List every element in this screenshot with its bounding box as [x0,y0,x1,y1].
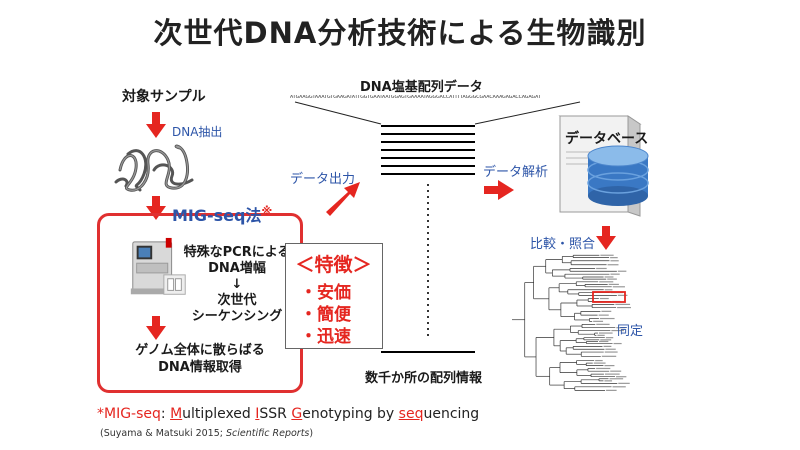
data-output-label: データ出力 [290,172,356,187]
highlight-box [592,291,626,303]
footnote: *MIG-seq: Multiplexed ISSR Genotyping by… [97,406,479,422]
footnote-segment: uencing [423,406,480,422]
arrow-down-icon [596,226,616,250]
pcr-arrow: ↓ [231,277,243,292]
arrow-down-icon [146,112,166,138]
sequence-count-label: 数千か所の配列情報 [365,371,483,386]
genome-line-2: DNA情報取得 [158,360,242,375]
footnote-segment: I [255,406,260,422]
footnote-segment: seq [398,406,424,422]
genome-description: ゲノム全体に散らばる DNA情報取得 [110,342,290,376]
feature-item: ・安価 [300,283,351,303]
footnote-star: * [97,406,104,422]
mig-seq-title-text: MIG-seq法 [172,206,262,225]
dna-sequence: ATGAAGGTAAATGTGAAGATATTGGTGAATAATGGAGTGA… [290,95,541,100]
sequence-data-label: DNA塩基配列データ [360,80,483,95]
footnote-segment: enotyping by [302,406,399,422]
reference: (Suyama & Matsuki 2015; Scientific Repor… [100,428,313,439]
arrow-diagonal-icon [326,182,360,216]
sample-label: 対象サンプル [122,89,206,105]
footnote-segment: M [170,406,183,422]
features-heading: ＜特徴＞ [295,254,372,276]
footnote-text: MIG-seq: Multiplexed ISSR Genotyping by … [104,406,479,422]
database-server-icon [558,115,649,217]
footnote-segment: MIG-seq [104,406,161,422]
genome-line-1: ゲノム全体に散らばる [135,343,265,358]
sequencer-machine-image [130,237,186,295]
database-label: データベース [565,131,649,147]
reference-journal: Scientific Reports [226,428,310,439]
arrow-down-icon [146,316,166,340]
pcr-description: 特殊なPCRによる DNA増幅 ↓ 次世代 シーケンシング [182,245,292,325]
footnote-segment: ultiplexed [182,406,256,422]
footnote-segment: : [160,406,171,422]
data-analysis-label: データ解析 [483,165,549,180]
reference-close: ) [309,428,314,439]
page-title: 次世代DNA分析技術による生物識別 [153,16,647,50]
identify-label: 同定 [617,324,644,339]
mig-seq-title: MIG-seq法※ [172,202,272,226]
pcr-line-3: 次世代 [217,293,257,308]
reference-authors: (Suyama & Matsuki 2015; [100,428,226,439]
mig-seq-asterisk: ※ [261,204,273,218]
footnote-segment: SSR [259,406,292,422]
pcr-line-2: DNA増幅 [208,261,266,276]
sequence-funnel [294,101,581,353]
dna-extraction-label: DNA抽出 [172,125,223,139]
feature-item: ・迅速 [300,327,351,347]
features-box: ＜特徴＞ ・安価 ・簡便 ・迅速 [285,243,383,349]
arrow-right-icon [484,180,514,200]
phylogenetic-tree-image [512,254,631,391]
pcr-line-1: 特殊なPCRによる [183,245,291,260]
feature-item: ・簡便 [300,305,351,325]
pcr-line-4: シーケンシング [191,309,283,324]
compare-label: 比較・照合 [530,237,596,252]
footnote-segment: G [291,406,303,422]
dna-tangle-image [114,144,194,192]
